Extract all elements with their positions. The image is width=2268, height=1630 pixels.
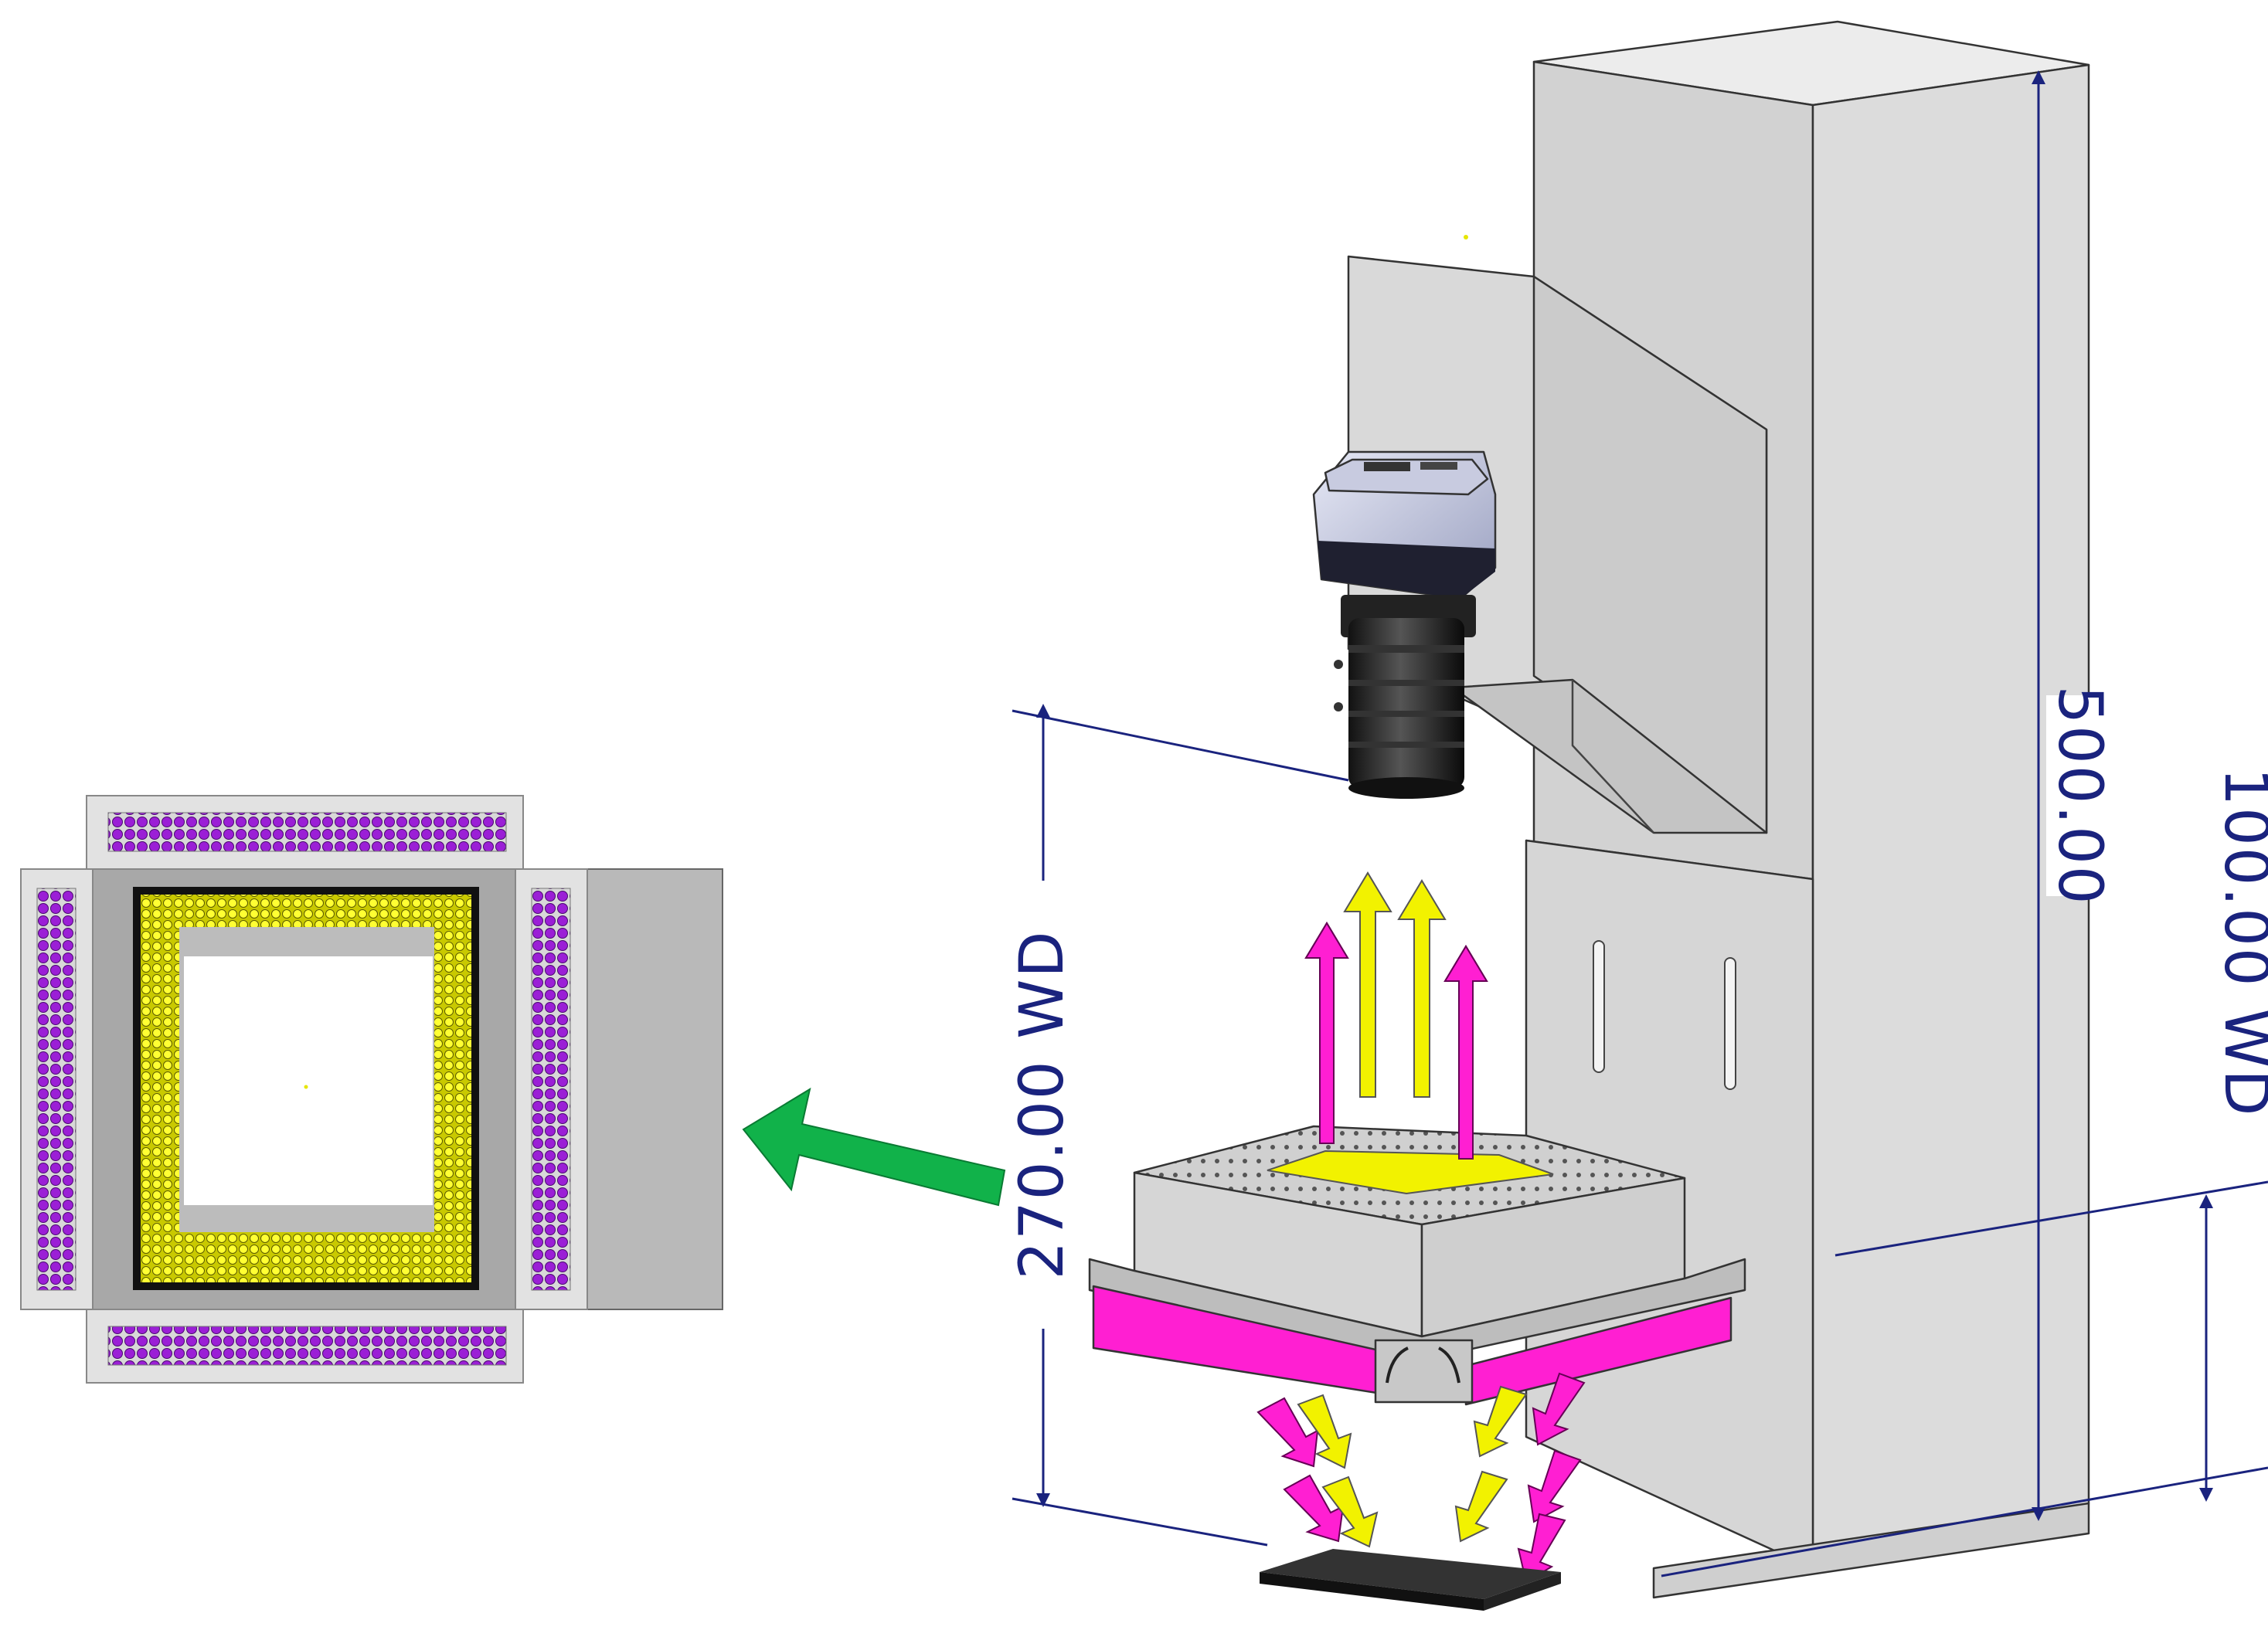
yellow-down-arrow-1 [1297, 1394, 1352, 1469]
yellow-down-arrow-3 [1473, 1385, 1528, 1458]
column-slot-left [1593, 940, 1605, 1073]
ring-light-unit [1133, 922, 1686, 1338]
magenta-led-bar [1088, 1258, 1746, 1406]
yellow-down-arrow-2 [1321, 1475, 1379, 1548]
pointer-arrow [742, 1087, 1006, 1207]
top-view-light-panel [20, 795, 723, 1384]
dim-working-distance: 270.00 WD [1008, 930, 1077, 1280]
column-slot-right [1724, 957, 1736, 1090]
center-mark [304, 1085, 308, 1089]
aperture-window [184, 956, 433, 1205]
sample-plate [1260, 1549, 1561, 1611]
left-led-bar [36, 888, 77, 1291]
dim-lower-wd: 100.00 WD [2211, 768, 2268, 1118]
camera [1312, 450, 1497, 799]
top-led-bar [107, 812, 507, 852]
yellow-down-arrow-4 [1454, 1470, 1508, 1543]
top-view-back-plate [575, 868, 723, 1310]
bottom-led-bar [107, 1326, 507, 1366]
magenta-down-arrow-3 [1532, 1372, 1586, 1446]
magenta-down-arrow-5 [1517, 1513, 1566, 1584]
dim-total-height: 500.00 [2045, 686, 2114, 906]
magenta-down-arrow-1 [1256, 1397, 1319, 1468]
lens-barrel [1348, 618, 1464, 788]
magenta-down-arrow-2 [1283, 1474, 1345, 1543]
magenta-down-arrow-4 [1527, 1449, 1582, 1523]
downward-light-arrows [1256, 1372, 1586, 1584]
yellow-up-arrow-2 [1397, 879, 1447, 1098]
right-led-bar [531, 888, 571, 1291]
yellow-up-arrow-1 [1343, 871, 1392, 1098]
marker-dot [1464, 235, 1468, 239]
